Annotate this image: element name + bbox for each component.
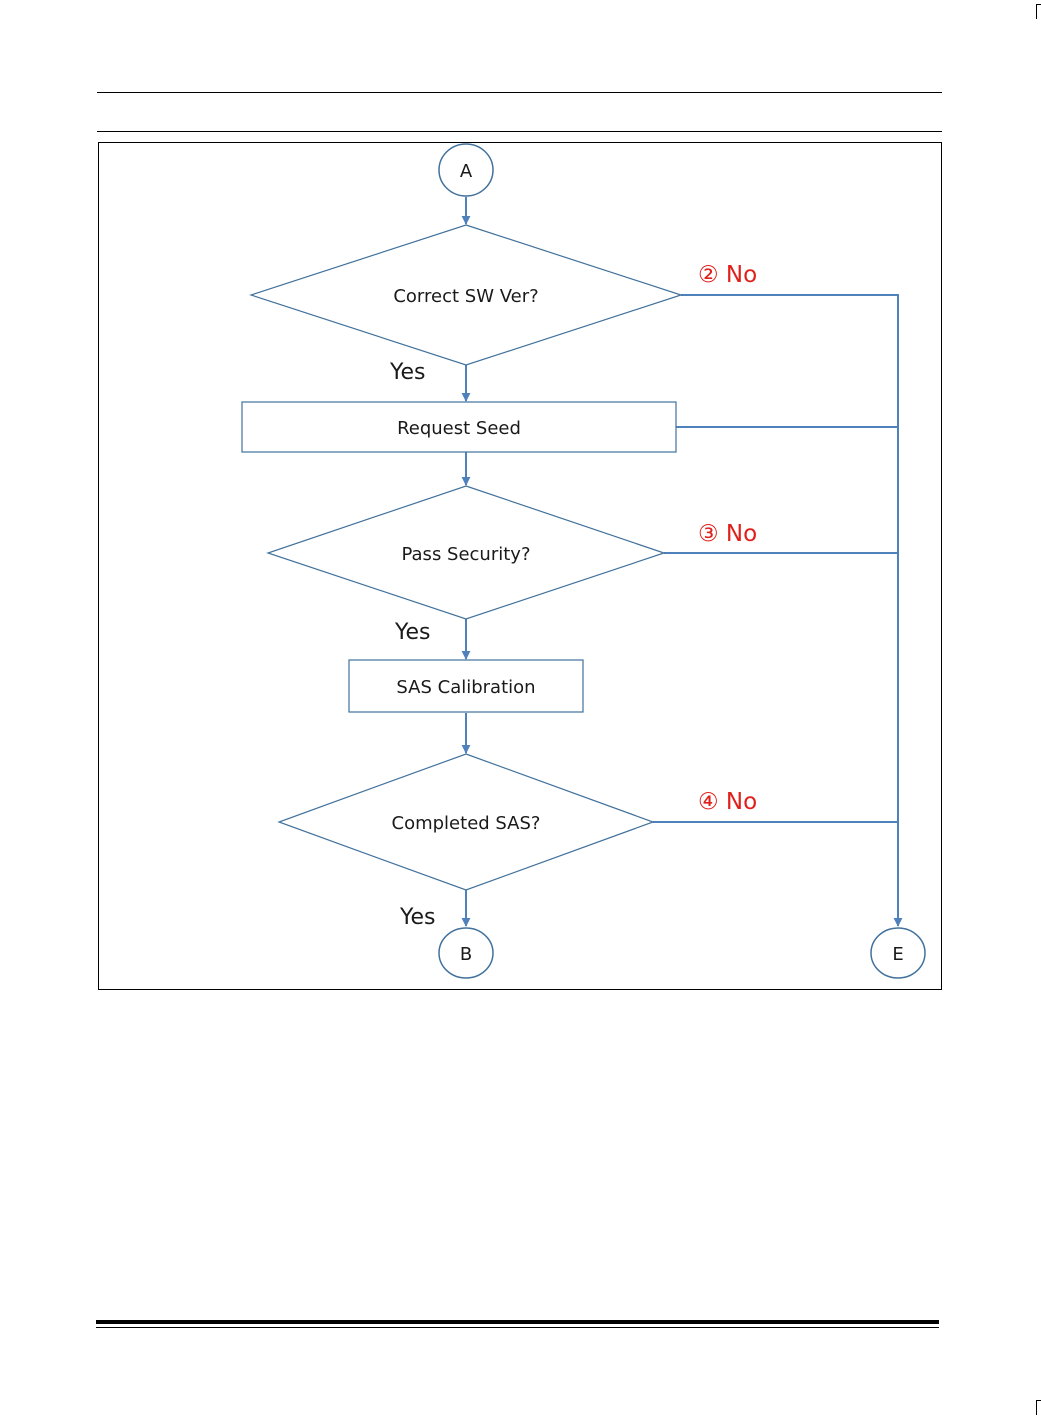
decision-sw-version-label: Correct SW Ver? xyxy=(393,286,538,307)
decision-security: Pass Security? xyxy=(266,485,666,620)
yes-label-sas-completed: Yes xyxy=(399,905,436,930)
header-rule-top xyxy=(97,92,942,93)
page-corner-mark-bottom xyxy=(1036,1400,1041,1415)
no-path-sw-version xyxy=(681,294,903,927)
connector-e: E xyxy=(870,927,926,979)
footer-rule-thin xyxy=(96,1327,939,1328)
no-label-security: ③ No xyxy=(698,521,757,547)
connector-b-label: B xyxy=(460,944,472,965)
connector-b: B xyxy=(438,927,494,979)
page-corner-mark-top xyxy=(1036,4,1041,19)
yes-label-security: Yes xyxy=(394,620,431,645)
decision-security-label: Pass Security? xyxy=(401,544,530,565)
decision-sw-version: Correct SW Ver? xyxy=(249,224,683,366)
decision-sas-completed: Completed SAS? xyxy=(277,753,655,891)
process-sas-calibration: SAS Calibration xyxy=(348,659,584,713)
connector-a: A xyxy=(438,143,494,197)
decision-sas-completed-label: Completed SAS? xyxy=(392,813,541,834)
no-label-sw-version: ② No xyxy=(698,262,757,288)
process-request-seed-label: Request Seed xyxy=(397,418,521,439)
process-sas-calibration-label: SAS Calibration xyxy=(396,677,535,698)
yes-label-sw-version: Yes xyxy=(389,360,426,385)
diagram-frame xyxy=(98,142,942,990)
footer-rule-thick xyxy=(96,1320,939,1324)
process-request-seed: Request Seed xyxy=(241,401,677,453)
header-rule-bottom xyxy=(97,131,942,132)
flow-lines xyxy=(461,197,903,927)
connector-e-label: E xyxy=(892,944,903,965)
no-label-sas-completed: ④ No xyxy=(698,789,757,815)
connector-a-label: A xyxy=(460,161,473,182)
